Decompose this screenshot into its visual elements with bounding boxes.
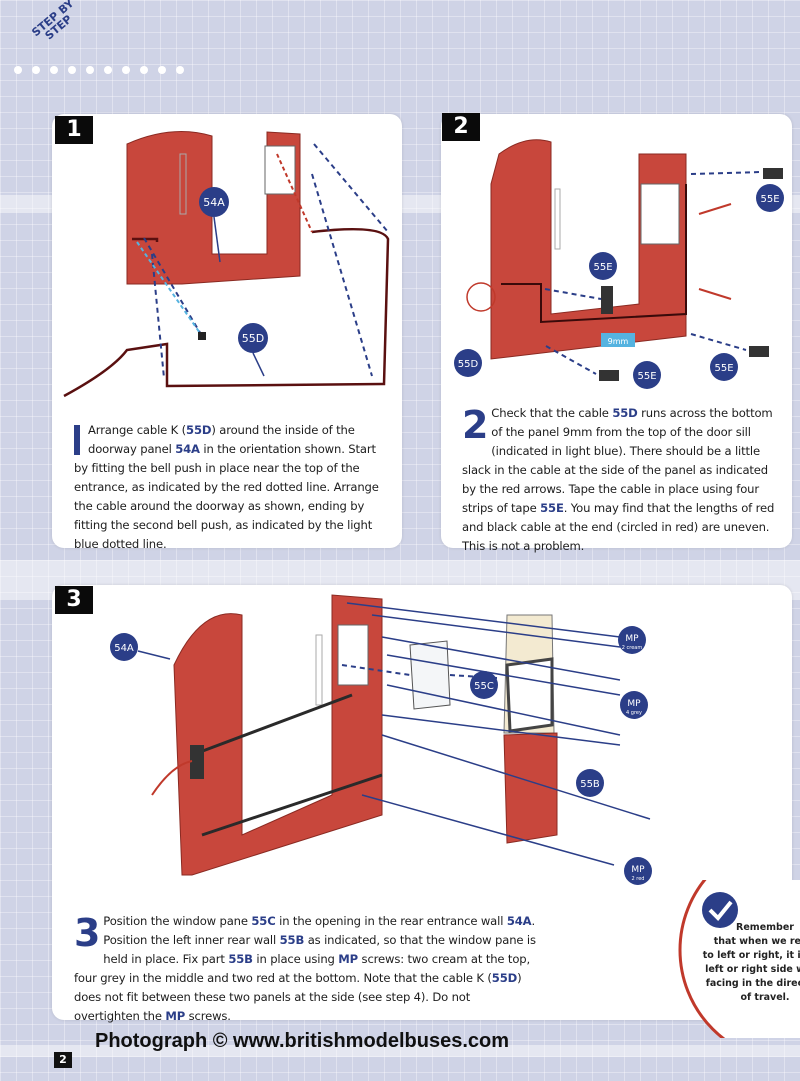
label-55c: 55C [474,681,494,692]
label-55d: 55D [458,359,479,370]
callout-line-3: to left or right, it is the [703,950,800,961]
label-mp-grey: MP [627,699,641,709]
label-55d: 55D [242,332,264,345]
remember-callout: Remember that when we refer to left or r… [678,880,800,1038]
label-55e-top: 55E [760,194,779,205]
check-icon [708,900,733,921]
label-mp-red-sub: 2 red [632,876,645,882]
label-54a: 54A [203,196,225,209]
step-3-number: 3 [55,586,93,614]
step-1-panel [52,114,402,548]
step-1-illustration: 54A 55D [63,131,390,398]
callout-line-4: left or right side when [705,964,800,975]
page-number: 2 [54,1052,72,1068]
photo-credit: Photograph © www.britishmodelbuses.com [95,1030,510,1052]
step-by-step-label: STEP BY STEP [29,0,77,43]
label-55e-mid: 55E [593,262,612,273]
label-mp-cream-sub: 2 cream [622,645,643,651]
callout-line-2: that when we refer [714,936,800,947]
label-mp-grey-sub: 4 grey [626,710,642,716]
label-55b: 55B [580,779,600,790]
step-2-number: 2 [442,113,480,141]
measure-9mm: 9mm [608,337,629,346]
label-55e-right: 55E [714,363,733,374]
label-mp-cream: MP [625,634,639,644]
step-1-bar [74,425,80,455]
label-mp-red: MP [631,865,645,875]
step-3-dropcap: 3 [74,911,101,955]
step-2-dropcap: 2 [462,403,489,447]
step-3-illustration: 54A 55C 55B MP 2 cream MP 4 grey MP 2 re… [110,594,652,885]
step-1-text: Arrange cable K (55D) around the inside … [74,423,379,551]
label-55e-bottom: 55E [637,371,656,382]
label-54a: 54A [114,643,134,654]
callout-line-6: of travel. [740,992,789,1003]
callout-line-1: Remember [736,922,794,933]
header-dots [14,66,184,74]
step-1-number: 1 [55,116,93,144]
step-2-illustration: 9mm 55E 55E 55D 55E 55E [454,139,784,389]
callout-line-5: facing in the direction [706,978,800,989]
